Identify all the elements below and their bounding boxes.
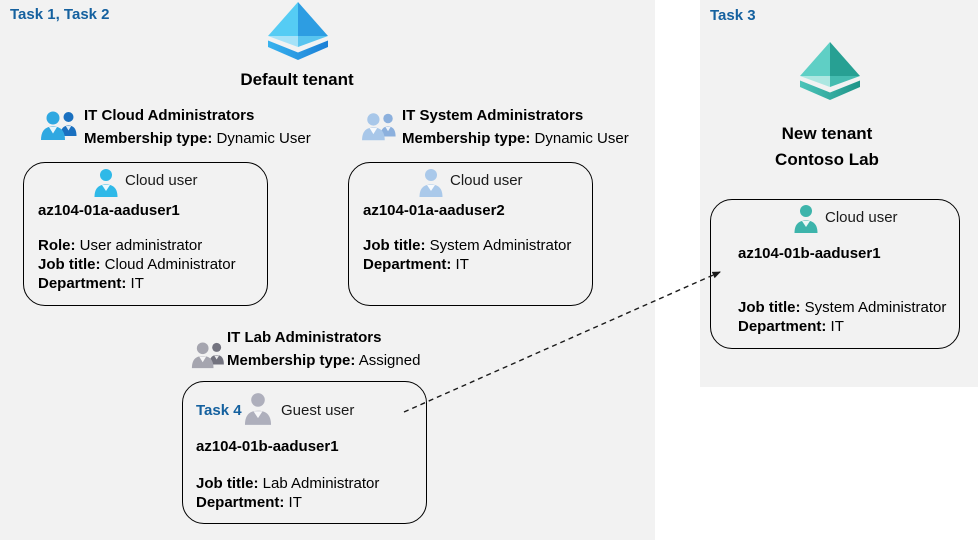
- new-tenant-panel: Task 3 New tenant Contoso Lab Cloud user…: [700, 0, 978, 387]
- username: az104-01b-aaduser1: [738, 245, 881, 262]
- user-fields: Job title: System Administrator Departme…: [738, 299, 946, 337]
- group-name-it-lab-administrators: IT Lab Administrators: [227, 329, 382, 346]
- user-type-label: Cloud user: [825, 209, 898, 226]
- two-users-gray-icon: [191, 342, 224, 369]
- user-card-aaduser2: Cloud user az104-01a-aaduser2 Job title:…: [348, 162, 593, 306]
- field-value: IT: [288, 493, 302, 511]
- field-value: IT: [130, 274, 144, 292]
- user-gray-icon: [244, 393, 272, 425]
- field-label: Job title:: [363, 237, 426, 254]
- new-tenant-title-line1: New tenant: [781, 124, 873, 143]
- field-label: Department:: [738, 317, 827, 335]
- field-label: Role:: [38, 237, 76, 254]
- field-label: Department:: [363, 255, 452, 273]
- membership-label: Membership type:: [227, 352, 356, 369]
- user-field-department: Department: IT: [196, 494, 379, 513]
- user-teal-icon: [794, 205, 818, 233]
- user-card-aaduser1: Cloud user az104-01a-aaduser1 Role: User…: [23, 162, 268, 306]
- two-users-light-blue-icon: [362, 113, 396, 141]
- group-membership: Membership type: Assigned: [227, 352, 420, 369]
- group-name-it-system-administrators: IT System Administrators: [402, 107, 584, 124]
- group-membership: Membership type: Dynamic User: [402, 130, 629, 147]
- username: az104-01b-aaduser1: [196, 438, 339, 455]
- user-type-label: Guest user: [281, 402, 355, 419]
- user-field-job-title: Job title: Cloud Administrator: [38, 256, 236, 275]
- user-fields: Job title: Lab Administrator Department:…: [196, 475, 379, 513]
- new-tenant-title-line2: Contoso Lab: [775, 150, 879, 169]
- field-value: IT: [830, 317, 844, 335]
- field-label: Department:: [196, 493, 285, 511]
- membership-value: Dynamic User: [534, 130, 629, 147]
- username: az104-01a-aaduser2: [363, 202, 505, 219]
- group-name-it-cloud-administrators: IT Cloud Administrators: [84, 107, 255, 124]
- user-light-blue-icon: [419, 169, 443, 197]
- default-tenant-panel: Task 1, Task 2 Default tenant IT Cloud A…: [0, 0, 655, 540]
- group-membership: Membership type: Dynamic User: [84, 130, 311, 147]
- field-label: Job title:: [738, 299, 801, 316]
- user-fields: Job title: System Administrator Departme…: [363, 237, 571, 275]
- azure-ad-pyramid-teal-icon: [800, 42, 860, 100]
- guest-user-card-aaduser1: Task 4 Guest user az104-01b-aaduser1 Job…: [182, 381, 427, 524]
- user-field-role: Role: User administrator: [38, 237, 236, 256]
- membership-value: Dynamic User: [216, 130, 311, 147]
- field-value: System Administrator: [804, 299, 947, 316]
- user-cyan-icon: [94, 169, 118, 197]
- field-value: System Administrator: [429, 237, 572, 254]
- cloud-user-card-aaduser1-new-tenant: Cloud user az104-01b-aaduser1 Job title:…: [710, 199, 960, 349]
- azure-ad-pyramid-blue-icon: [268, 2, 328, 60]
- membership-label: Membership type:: [84, 130, 213, 147]
- field-label: Job title:: [196, 475, 259, 492]
- membership-label: Membership type:: [402, 130, 531, 147]
- two-users-blue-icon: [41, 111, 77, 140]
- user-field-department: Department: IT: [38, 275, 236, 294]
- user-type-label: Cloud user: [450, 172, 523, 189]
- field-label: Job title:: [38, 255, 101, 273]
- task-1-2-label: Task 1, Task 2: [10, 6, 110, 23]
- user-type-label: Cloud user: [125, 172, 198, 189]
- field-value: Cloud Administrator: [104, 255, 236, 273]
- user-field-job-title: Job title: System Administrator: [363, 237, 571, 256]
- user-field-job-title: Job title: System Administrator: [738, 299, 946, 318]
- task-3-label: Task 3: [710, 7, 756, 24]
- user-field-department: Department: IT: [738, 318, 946, 337]
- field-value: IT: [455, 255, 469, 273]
- task-4-label: Task 4: [196, 402, 242, 419]
- user-fields: Role: User administrator Job title: Clou…: [38, 237, 236, 293]
- field-label: Department:: [38, 274, 127, 292]
- field-value: Lab Administrator: [262, 475, 380, 492]
- field-value: User administrator: [79, 237, 203, 254]
- default-tenant-title: Default tenant: [240, 70, 354, 89]
- user-field-department: Department: IT: [363, 256, 571, 275]
- user-field-job-title: Job title: Lab Administrator: [196, 475, 379, 494]
- username: az104-01a-aaduser1: [38, 202, 180, 219]
- membership-value: Assigned: [358, 352, 421, 369]
